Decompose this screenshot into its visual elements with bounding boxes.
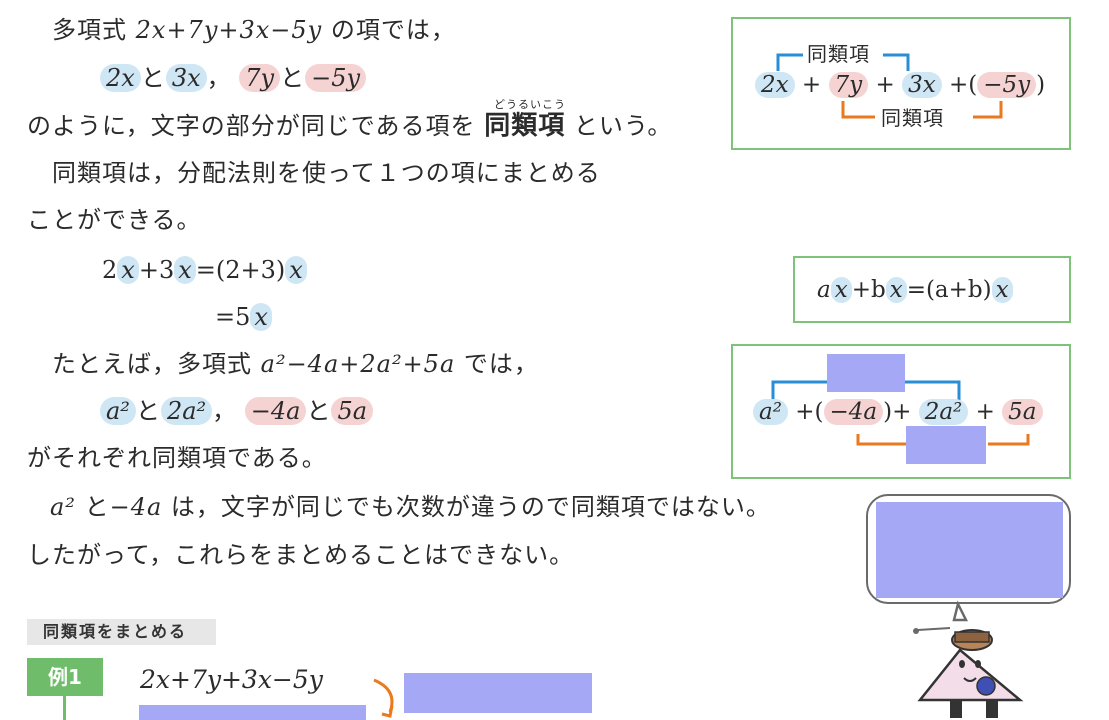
like-terms-diagram-1: 同類項 2x + 7y + 3x +(−5y) 同類項 bbox=[731, 17, 1071, 150]
calc-plus3: +3 bbox=[138, 256, 175, 284]
calc-factored: =(2+3) bbox=[195, 256, 286, 284]
box3-plus: + bbox=[975, 399, 995, 425]
to-3: と bbox=[135, 397, 161, 425]
box3-expression: a² +(−4a)+ 2a² + 5a bbox=[753, 396, 1043, 428]
term-a2: a² bbox=[100, 397, 136, 425]
box2-x2: x bbox=[885, 277, 907, 303]
note-to: と bbox=[84, 493, 110, 521]
para2-line1: 同類項は，分配法則を使って１つの項にまとめる bbox=[52, 159, 601, 187]
intro-expression: 2x+7y+3x−5y bbox=[135, 16, 323, 44]
box1-close: ) bbox=[1036, 72, 1046, 98]
example-1-label: 例1 bbox=[27, 658, 103, 696]
term-7y: 7y bbox=[239, 64, 281, 92]
definition-before: のように，文字の部分が同じである項を bbox=[27, 112, 476, 140]
speech-bubble bbox=[866, 494, 1071, 604]
box1-plus-paren: +( bbox=[948, 72, 978, 98]
calc-x2: x bbox=[174, 256, 196, 284]
term-neg5y: −5y bbox=[305, 64, 367, 92]
like-terms-diagram-2: a² +(−4a)+ 2a² + 5a bbox=[731, 344, 1071, 479]
box2-plus-b: +b bbox=[851, 277, 886, 303]
top-bracket-label: 同類項 bbox=[807, 42, 870, 66]
box2-x1: x bbox=[830, 277, 852, 303]
note-line1: a² と−4a は，文字が同じでも次数が違うので同類項ではない。 bbox=[50, 491, 771, 523]
calc-result-5: =5 bbox=[215, 303, 251, 331]
bracket-lines-1 bbox=[776, 53, 1003, 119]
note-a2: a² bbox=[50, 493, 76, 521]
box3-a2: a² bbox=[753, 399, 788, 425]
intro-prefix: 多項式 bbox=[52, 16, 127, 44]
box1-3x: 3x bbox=[902, 72, 942, 98]
term-3x: 3x bbox=[165, 64, 207, 92]
calc-x3: x bbox=[285, 256, 307, 284]
masked-example-step bbox=[404, 673, 592, 713]
box1-plus1: + bbox=[801, 72, 822, 98]
example-1-expression: 2x+7y+3x−5y bbox=[140, 665, 323, 694]
term-5a: 5a bbox=[331, 397, 374, 425]
box2-x3: x bbox=[991, 277, 1013, 303]
definition-term: 同類項 bbox=[484, 111, 566, 141]
note-line2: したがって，これらをまとめることはできない。 bbox=[27, 541, 575, 569]
arrow-icon bbox=[373, 678, 394, 718]
example-prefix: たとえば，多項式 bbox=[52, 350, 252, 378]
example-1-rule bbox=[63, 696, 66, 720]
box2-a: a bbox=[817, 277, 831, 303]
comma: ， bbox=[206, 64, 232, 92]
intro-line: 多項式 2x+7y+3x−5y の項では， bbox=[52, 14, 456, 46]
calc-coef-2: 2 bbox=[102, 256, 118, 284]
bottom-bracket-label: 同類項 bbox=[881, 106, 944, 130]
masked-example-answer bbox=[139, 705, 366, 720]
para2-line2: ことができる。 bbox=[27, 206, 202, 234]
box3-plus-paren: +( bbox=[795, 399, 824, 425]
intro-suffix: の項では， bbox=[330, 16, 456, 44]
term-neg4a: −4a bbox=[244, 397, 307, 425]
box1-expression: 2x + 7y + 3x +(−5y) bbox=[755, 69, 1045, 101]
box1-plus2: + bbox=[875, 72, 895, 98]
note-rest: は，文字が同じでも次数が違うので同類項ではない。 bbox=[170, 493, 771, 521]
term-2x: 2x bbox=[100, 64, 141, 92]
note-neg4a: −4a bbox=[109, 493, 163, 521]
comma-2: ， bbox=[212, 397, 238, 425]
masked-label-top bbox=[827, 354, 905, 392]
to-4: と bbox=[306, 397, 332, 425]
masked-bubble-text bbox=[876, 502, 1063, 598]
ruby-reading: どうるいこう bbox=[494, 98, 566, 111]
to-2: と bbox=[280, 64, 306, 92]
masked-label-bottom bbox=[906, 426, 986, 464]
box3-close-plus: )+ bbox=[883, 399, 912, 425]
each-are-like-terms: がそれぞれ同類項である。 bbox=[27, 444, 327, 472]
bracket-lines-2 bbox=[771, 380, 1030, 446]
definition-after: という。 bbox=[573, 112, 673, 140]
calc-result-x: x bbox=[250, 303, 272, 331]
box1-7y: 7y bbox=[828, 72, 869, 98]
definition-line: のように，文字の部分が同じである項を 同類項 という。 bbox=[27, 110, 672, 142]
detective-character bbox=[913, 600, 1024, 718]
box3-2a2: 2a² bbox=[918, 399, 969, 425]
example-text: たとえば，多項式 a²−4a+2a²+5a では， bbox=[52, 348, 539, 380]
term-2a2: 2a² bbox=[160, 397, 213, 425]
box1-2x: 2x bbox=[755, 72, 795, 98]
box3-5a: 5a bbox=[1002, 399, 1043, 425]
example-suffix: では， bbox=[463, 350, 539, 378]
calc-x1: x bbox=[117, 256, 139, 284]
section-tag: 同類項をまとめる bbox=[27, 619, 216, 645]
to-1: と bbox=[140, 64, 166, 92]
box3-neg4a: −4a bbox=[823, 399, 884, 425]
box1-neg5y: −5y bbox=[977, 72, 1037, 98]
example-expression: a²−4a+2a²+5a bbox=[260, 350, 456, 378]
box2-factored: =(a+b) bbox=[906, 277, 992, 303]
